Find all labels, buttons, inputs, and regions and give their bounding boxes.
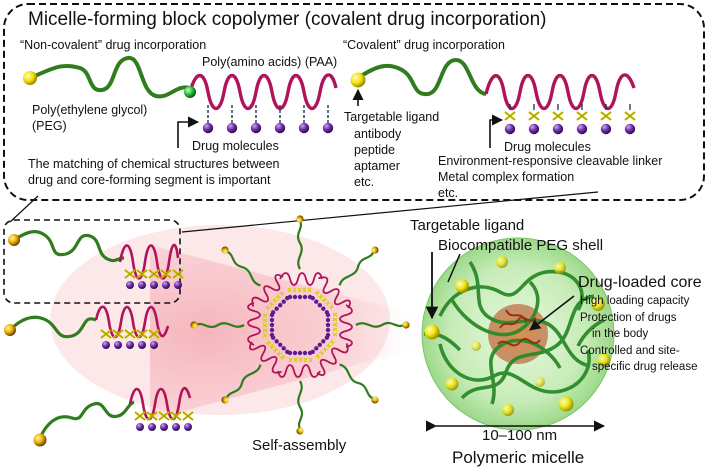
drug-molecule <box>162 281 170 289</box>
noncovalent-heading: “Non-covalent” drug incorporation <box>20 38 207 52</box>
linker-note-cleavable: Environment-responsive cleavable linker <box>438 154 663 168</box>
drug-molecule <box>172 423 180 431</box>
drug-molecule <box>184 423 192 431</box>
covalent-drug-label: Drug molecules <box>504 140 591 154</box>
unimer-chains <box>4 230 192 447</box>
drug-molecule <box>102 341 110 349</box>
ligand-example-etc: etc. <box>354 175 375 189</box>
star-arm <box>221 246 290 315</box>
linker-mark <box>133 410 147 422</box>
star-arm <box>277 350 321 435</box>
peg-label-line1: Poly(ethylene glycol) <box>32 103 148 117</box>
drug-molecule <box>138 341 146 349</box>
drug-molecule <box>160 423 168 431</box>
assembly-targetable-ligand: Targetable ligand <box>410 217 525 234</box>
drug-molecule <box>150 281 158 289</box>
peg-label-line2: (PEG) <box>32 119 67 133</box>
core-feature-loading: High loading capacity <box>580 295 690 307</box>
star-arm <box>221 335 290 404</box>
core-feature-protection: Protection of drugs <box>580 312 677 324</box>
drug-molecule <box>114 341 122 349</box>
covalent-copolymer <box>350 57 637 148</box>
linker-note-etc: etc. <box>438 186 459 200</box>
star-arm <box>279 215 323 300</box>
self-assembly-label: Self-assembly <box>252 437 347 454</box>
ligand-example-antibody: antibody <box>354 127 402 141</box>
drug-molecule <box>126 281 134 289</box>
drug-molecule <box>174 281 182 289</box>
covalent-heading: “Covalent” drug incorporation <box>343 38 505 52</box>
drug-molecule <box>148 423 156 431</box>
self-assembly-cluster <box>190 215 410 435</box>
unimer-pendants <box>99 268 195 431</box>
drug-molecule <box>150 341 158 349</box>
core-title: Drug-loaded core <box>578 274 702 291</box>
drug-molecule <box>136 423 144 431</box>
callout-box <box>3 219 181 304</box>
ligand-example-peptide: peptide <box>354 143 396 157</box>
covalent-ligand-label: Targetable ligand <box>344 110 440 124</box>
star-arm <box>310 335 379 404</box>
core-feature-body: in the body <box>592 328 649 340</box>
polymeric-micelle <box>421 237 615 432</box>
star-arm <box>190 302 275 346</box>
micelle-label: Polymeric micelle <box>452 448 585 467</box>
noncovalent-copolymer <box>23 56 338 148</box>
star-arm <box>325 304 410 348</box>
ligand-example-aptamer: aptamer <box>354 159 400 173</box>
panel-title: Micelle-forming block copolymer (covalen… <box>28 9 547 30</box>
copolymer-panel <box>3 3 705 201</box>
noncovalent-note-line2: drug and core-forming segment is importa… <box>28 173 271 187</box>
peg-shell-label: Biocompatible PEG shell <box>438 237 604 254</box>
drug-molecule <box>126 341 134 349</box>
noncovalent-note-line1: The matching of chemical structures betw… <box>28 157 280 171</box>
callout-lines <box>9 191 599 233</box>
star-arm <box>310 246 379 315</box>
noncovalent-drug-label: Drug molecules <box>192 139 279 153</box>
paa-label: Poly(amino acids) (PAA) <box>202 55 338 69</box>
size-label: 10–100 nm <box>482 427 558 444</box>
linker-note-metal: Metal complex formation <box>438 170 575 184</box>
drug-molecule <box>138 281 146 289</box>
core-feature-release: specific drug release <box>592 361 698 373</box>
core-feature-controlled: Controlled and site- <box>580 345 680 357</box>
